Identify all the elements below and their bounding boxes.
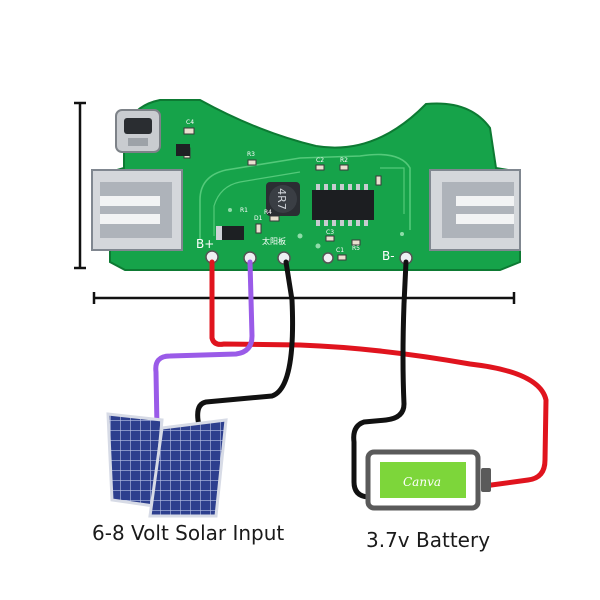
battery-icon: Canva	[365, 449, 491, 511]
b-minus-label: B-	[382, 249, 395, 263]
ic-chip	[312, 184, 374, 226]
ref-label: C3	[326, 229, 334, 236]
solar-panel-icon	[106, 412, 228, 518]
battery-caption: 3.7v Battery	[366, 528, 491, 552]
inductor-4r7: 4R7	[266, 182, 300, 216]
ref-label: R4	[264, 209, 272, 216]
usb-a-port-left-icon	[91, 169, 183, 251]
solar-input-caption: 6-8 Volt Solar Input	[92, 521, 285, 545]
ref-label: R2	[340, 157, 348, 164]
svg-text:4R7: 4R7	[275, 188, 288, 210]
pcb-shape	[109, 99, 521, 271]
smd-transistor	[176, 144, 190, 156]
b-plus-label: B+	[196, 237, 214, 251]
diode	[216, 226, 244, 240]
ref-label: R5	[352, 245, 360, 252]
ref-label: C2	[316, 157, 324, 164]
micro-usb-port-icon	[115, 109, 161, 153]
ref-label: R3	[247, 151, 255, 158]
purple-wire	[153, 259, 255, 431]
ref-label: C1	[336, 247, 344, 254]
black-wire-solar	[195, 259, 296, 435]
ref-label: R1	[240, 207, 248, 214]
black-wire-battery	[351, 259, 409, 500]
battery-watermark: Canva	[403, 475, 441, 489]
usb-a-port-right-icon	[429, 169, 521, 251]
red-wire	[209, 259, 549, 489]
pcb-board: 4R7 B+ B- 太阳板 C4	[91, 99, 521, 271]
ref-label: C4	[186, 119, 194, 126]
width-dimension-line	[92, 292, 516, 304]
ref-label: D1	[254, 215, 263, 222]
height-dimension-line	[74, 101, 86, 270]
solar-silk-label: 太阳板	[262, 236, 286, 246]
